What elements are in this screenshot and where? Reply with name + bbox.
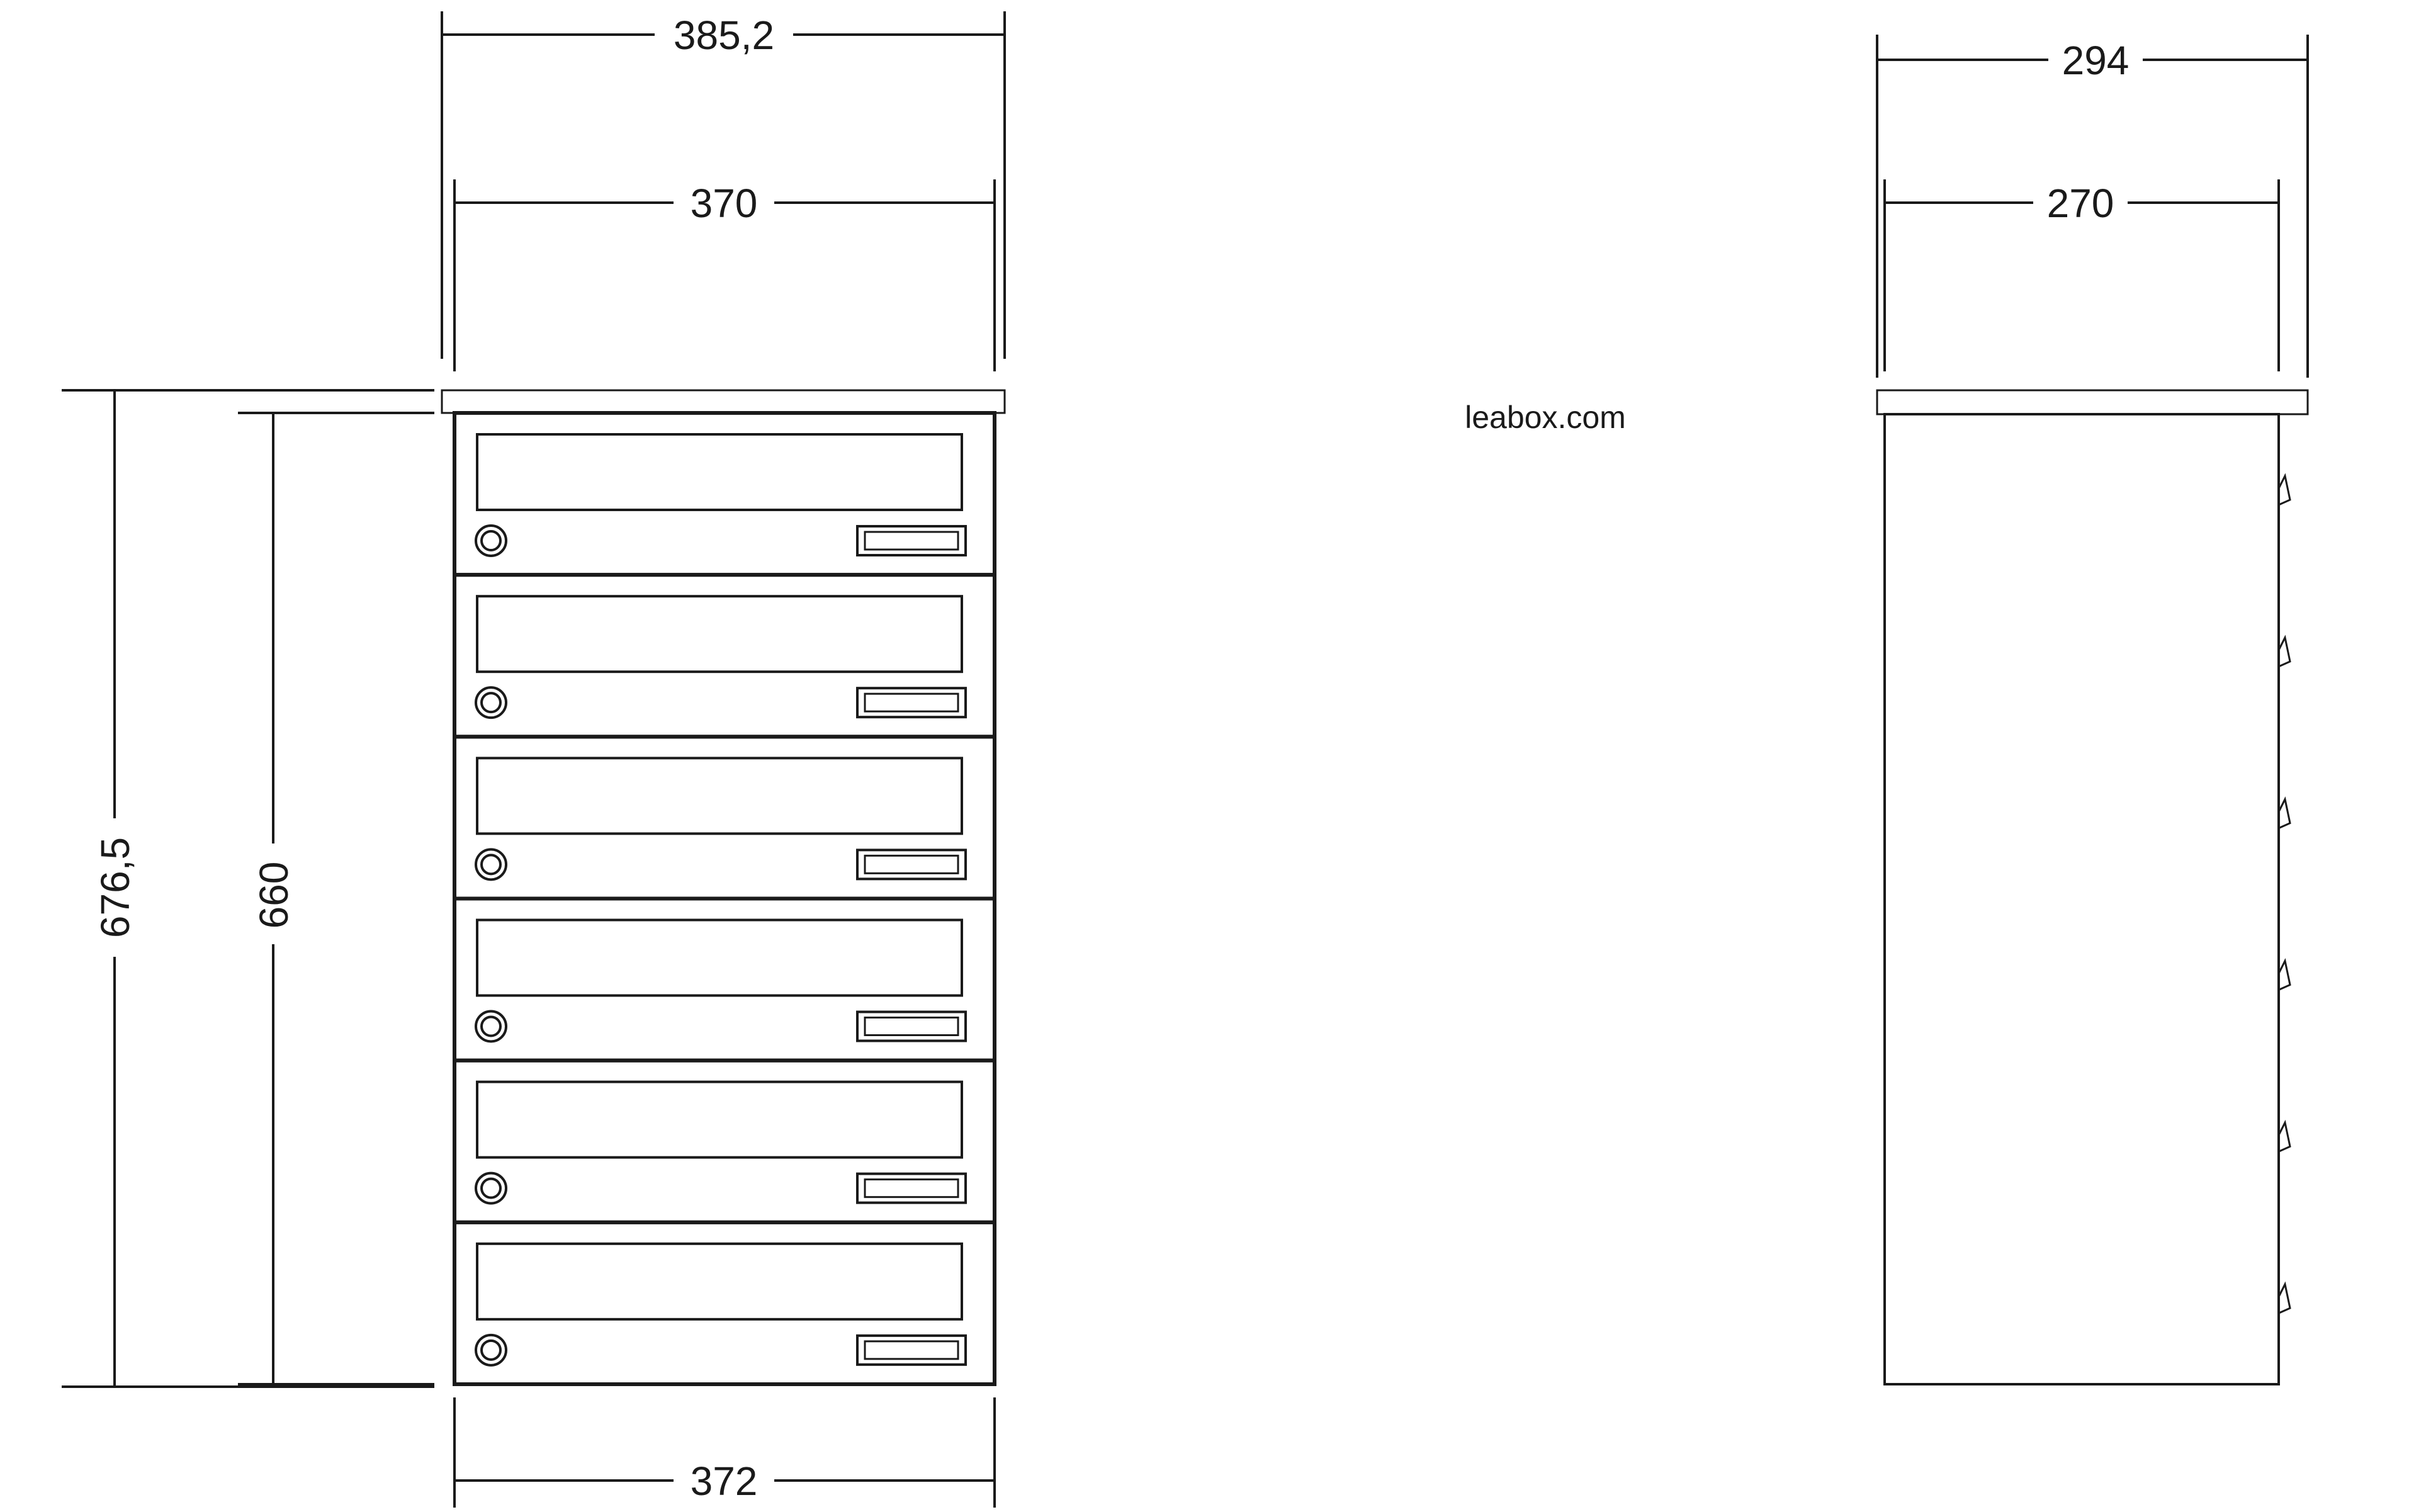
hinge-icon bbox=[2277, 1281, 2291, 1314]
mail-slot bbox=[476, 433, 963, 511]
dimension-body-depth: 270 bbox=[1883, 178, 2280, 371]
hinge-icon bbox=[2277, 473, 2291, 506]
dim-label-676-5: 676,5 bbox=[93, 837, 138, 938]
mail-slot bbox=[476, 918, 963, 997]
mailbox-door bbox=[453, 411, 996, 577]
top-cap bbox=[441, 389, 1006, 414]
hinge-group bbox=[2277, 473, 2291, 1314]
hinge-icon bbox=[2277, 957, 2291, 991]
hinge-icon bbox=[2277, 635, 2291, 668]
mailbox-door bbox=[453, 573, 996, 739]
name-tag bbox=[856, 1010, 967, 1042]
name-tag bbox=[856, 1172, 967, 1204]
lock-icon bbox=[475, 686, 507, 719]
dimension-total-depth: 294 bbox=[1876, 35, 2309, 378]
lock-icon bbox=[475, 1333, 507, 1367]
mailbox-door bbox=[453, 896, 996, 1063]
dimension-body-height: 660 bbox=[238, 412, 434, 1385]
name-tag bbox=[856, 1334, 967, 1366]
hinge-icon bbox=[2277, 796, 2291, 830]
mail-slot bbox=[476, 1080, 963, 1159]
dimension-body-width: 370 bbox=[453, 178, 996, 371]
lock-icon bbox=[475, 524, 507, 557]
dim-label-294: 294 bbox=[2062, 38, 2130, 83]
mailbox-door bbox=[453, 735, 996, 901]
dim-label-370: 370 bbox=[691, 181, 758, 226]
mailbox-door bbox=[453, 1058, 996, 1224]
mail-slot bbox=[476, 1242, 963, 1321]
mail-slot bbox=[476, 757, 963, 835]
brand-label: leabox.com bbox=[1465, 400, 1626, 435]
mailbox-stack bbox=[453, 411, 996, 1387]
side-view: 294 270 bbox=[1876, 35, 2309, 1385]
lock-icon bbox=[475, 1171, 507, 1205]
dim-label-385-2: 385,2 bbox=[674, 13, 774, 58]
side-top-cap bbox=[1876, 389, 2309, 415]
lock-icon bbox=[475, 1010, 507, 1043]
name-tag bbox=[856, 525, 967, 556]
dim-label-270: 270 bbox=[2047, 181, 2114, 226]
mailbox-door bbox=[453, 1220, 996, 1387]
dimension-total-height: 676,5 bbox=[62, 389, 434, 1388]
dimension-bottom-width: 372 bbox=[453, 1397, 996, 1508]
name-tag bbox=[856, 687, 967, 719]
hinge-icon bbox=[2277, 1119, 2291, 1153]
dim-label-372: 372 bbox=[691, 1458, 758, 1504]
lock-icon bbox=[475, 848, 507, 881]
name-tag bbox=[856, 849, 967, 881]
dimension-total-width: 385,2 bbox=[441, 9, 1006, 359]
front-view: 385,2 370 676,5 6 bbox=[62, 9, 1006, 1508]
side-body bbox=[1883, 413, 2280, 1385]
mail-slot bbox=[476, 595, 963, 674]
dim-label-660: 660 bbox=[251, 862, 296, 929]
